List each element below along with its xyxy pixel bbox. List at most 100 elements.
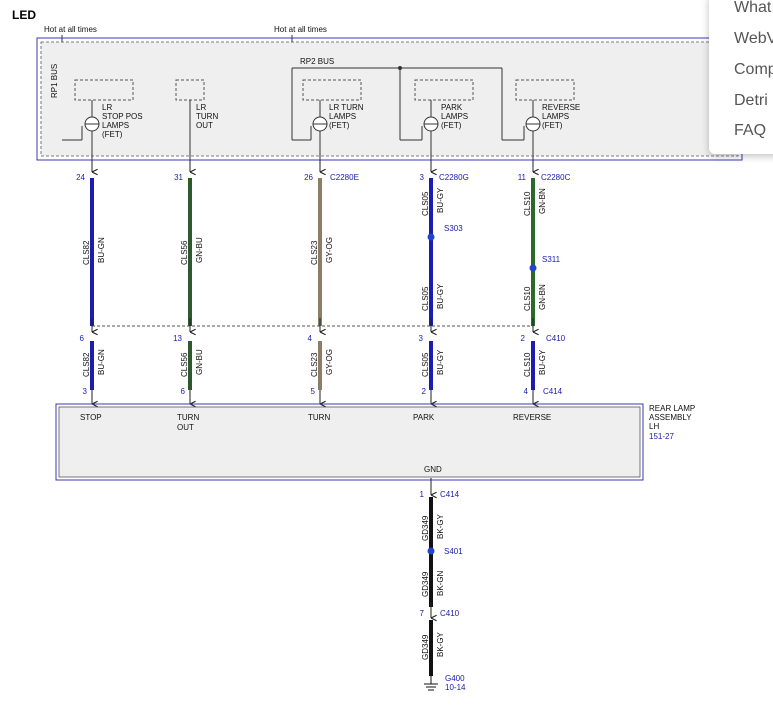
assembly-name-l2: ASSEMBLY	[649, 413, 692, 422]
top-connector-arrows	[91, 160, 533, 172]
menu-item-comp[interactable]: Comp	[734, 61, 773, 78]
circuit-lower-4: CLS05	[421, 352, 430, 377]
circuit-upper-2: CLS56	[180, 240, 189, 265]
rp1-bus-label: RP1 BUS	[50, 64, 59, 98]
pin-bottom-4: 2	[422, 387, 427, 396]
module-lr-turn-l3: (FET)	[329, 121, 350, 130]
module-reverse-l2: LAMPS	[542, 112, 569, 121]
pin-top-1: 24	[76, 173, 85, 182]
module-reverse: REVERSE LAMPS (FET)	[501, 68, 580, 141]
assembly-pin-park: PARK	[413, 413, 435, 422]
pin-mid-2: 13	[173, 334, 182, 343]
module-reverse-l1: REVERSE	[542, 103, 580, 112]
circuit-upper-5: CLS10	[523, 191, 532, 216]
module-park-l3: (FET)	[441, 121, 462, 130]
connector-c2280e: C2280E	[330, 173, 359, 182]
menu-item-detri[interactable]: Detri	[734, 92, 768, 109]
menu-item-webv[interactable]: WebV	[734, 30, 773, 47]
pin-mid-3: 4	[308, 334, 313, 343]
assembly-box-inner	[58, 406, 641, 478]
module-park: PARK LAMPS (FET)	[399, 68, 474, 141]
rp2-bus-label: RP2 BUS	[300, 57, 334, 66]
module-lr-stop: LR STOP POS LAMPS (FET)	[62, 79, 143, 141]
circuit-mid-5: CLS10	[523, 286, 532, 311]
color-lower-5: BU-GY	[538, 349, 547, 375]
pin-top-5: 11	[518, 173, 527, 182]
color-mid-4: BU-GY	[436, 283, 445, 309]
mid-connector-arrows	[91, 318, 533, 332]
pin-bottom-5: 4	[524, 387, 529, 396]
module-lr-turn: LR TURN LAMPS (FET)	[291, 68, 364, 141]
color-mid-5: GN-BN	[538, 284, 547, 310]
gnd-pin-1: 1	[420, 490, 425, 499]
wire-segments-lower	[90, 341, 535, 390]
menu-item-what[interactable]: What	[734, 0, 772, 16]
pin-bottom-1: 3	[83, 387, 88, 396]
module-park-l1: PARK	[441, 103, 463, 112]
connector-c410-lower: C410	[440, 609, 460, 618]
assembly-pin-turn: TURN	[308, 413, 330, 422]
gnd-pin-2: 7	[420, 609, 425, 618]
circuit-lower-3: CLS23	[310, 352, 319, 377]
color-upper-4: BU-GY	[436, 187, 445, 213]
circuit-upper-1: CLS82	[82, 240, 91, 265]
module-lr-turn-l2: LAMPS	[329, 112, 356, 121]
assembly-ref: 151-27	[649, 432, 674, 441]
color-lower-1: BU-GN	[97, 349, 106, 375]
pin-mid-5: 2	[521, 334, 526, 343]
connector-c2280c: C2280C	[541, 173, 571, 182]
circuit-upper-4: CLS05	[421, 191, 430, 216]
circuit-upper-3: CLS23	[310, 240, 319, 265]
gnd-circuit-1: GD349	[421, 515, 430, 541]
gnd-circuit-2: GD349	[421, 571, 430, 597]
pin-mid-4: 3	[419, 334, 424, 343]
hot-label-1: Hot at all times	[44, 25, 97, 34]
gnd-color-3: BK-GY	[436, 631, 445, 657]
dropdown-menu: What WebV Comp Detri FAQ	[709, 0, 773, 154]
color-lower-4: BU-GY	[436, 349, 445, 375]
circuit-lower-1: CLS82	[82, 352, 91, 377]
gnd-circuit-3: GD349	[421, 634, 430, 660]
assembly-pin-stop: STOP	[80, 413, 102, 422]
gnd-color-1: BK-GY	[436, 513, 445, 539]
pin-top-3: 26	[304, 173, 313, 182]
connector-c2280g: C2280G	[439, 173, 469, 182]
module-lr-stop-l4: (FET)	[102, 130, 123, 139]
connector-c414-upper: C414	[543, 387, 563, 396]
ground-symbol	[424, 676, 438, 691]
menu-item-faq[interactable]: FAQ	[734, 122, 767, 139]
module-park-l2: LAMPS	[441, 112, 468, 121]
module-reverse-l3: (FET)	[542, 121, 563, 130]
diagram-title: LED	[12, 8, 36, 22]
splice-s303-label: S303	[444, 224, 463, 233]
assembly-pin-turn-out-l2: OUT	[177, 423, 194, 432]
color-lower-3: GY-OG	[325, 349, 334, 375]
assembly-pin-reverse: REVERSE	[513, 413, 551, 422]
color-lower-2: GN-BU	[195, 349, 204, 375]
color-upper-3: GY-OG	[325, 237, 334, 263]
module-lr-stop-l3: LAMPS	[102, 121, 129, 130]
assembly-gnd: GND	[424, 465, 442, 474]
assembly-pin-turn-out-l1: TURN	[177, 413, 199, 422]
gnd-color-2: BK-GN	[436, 570, 445, 596]
ground-g400: G400	[445, 674, 465, 683]
color-upper-5: GN-BN	[538, 188, 547, 214]
module-lr-turn-out-l1: LR	[196, 103, 206, 112]
circuit-lower-2: CLS56	[180, 352, 189, 377]
module-lr-turn-l1: LR TURN	[329, 103, 364, 112]
color-upper-2: GN-BU	[195, 237, 204, 263]
pin-bottom-3: 5	[311, 387, 316, 396]
ground-page-ref: 10-14	[445, 683, 466, 692]
module-lr-turn-out-l3: OUT	[196, 121, 213, 130]
circuit-lower-5: CLS10	[523, 352, 532, 377]
module-lr-stop-l2: STOP POS	[102, 112, 143, 121]
pin-bottom-2: 6	[181, 387, 186, 396]
splice-s401	[427, 547, 435, 555]
module-lr-stop-l1: LR	[102, 103, 112, 112]
assembly-input-arrows	[91, 390, 533, 404]
splice-s311	[529, 264, 537, 272]
pin-mid-1: 6	[80, 334, 85, 343]
module-box-inner	[40, 41, 739, 157]
splice-s303	[427, 233, 435, 241]
